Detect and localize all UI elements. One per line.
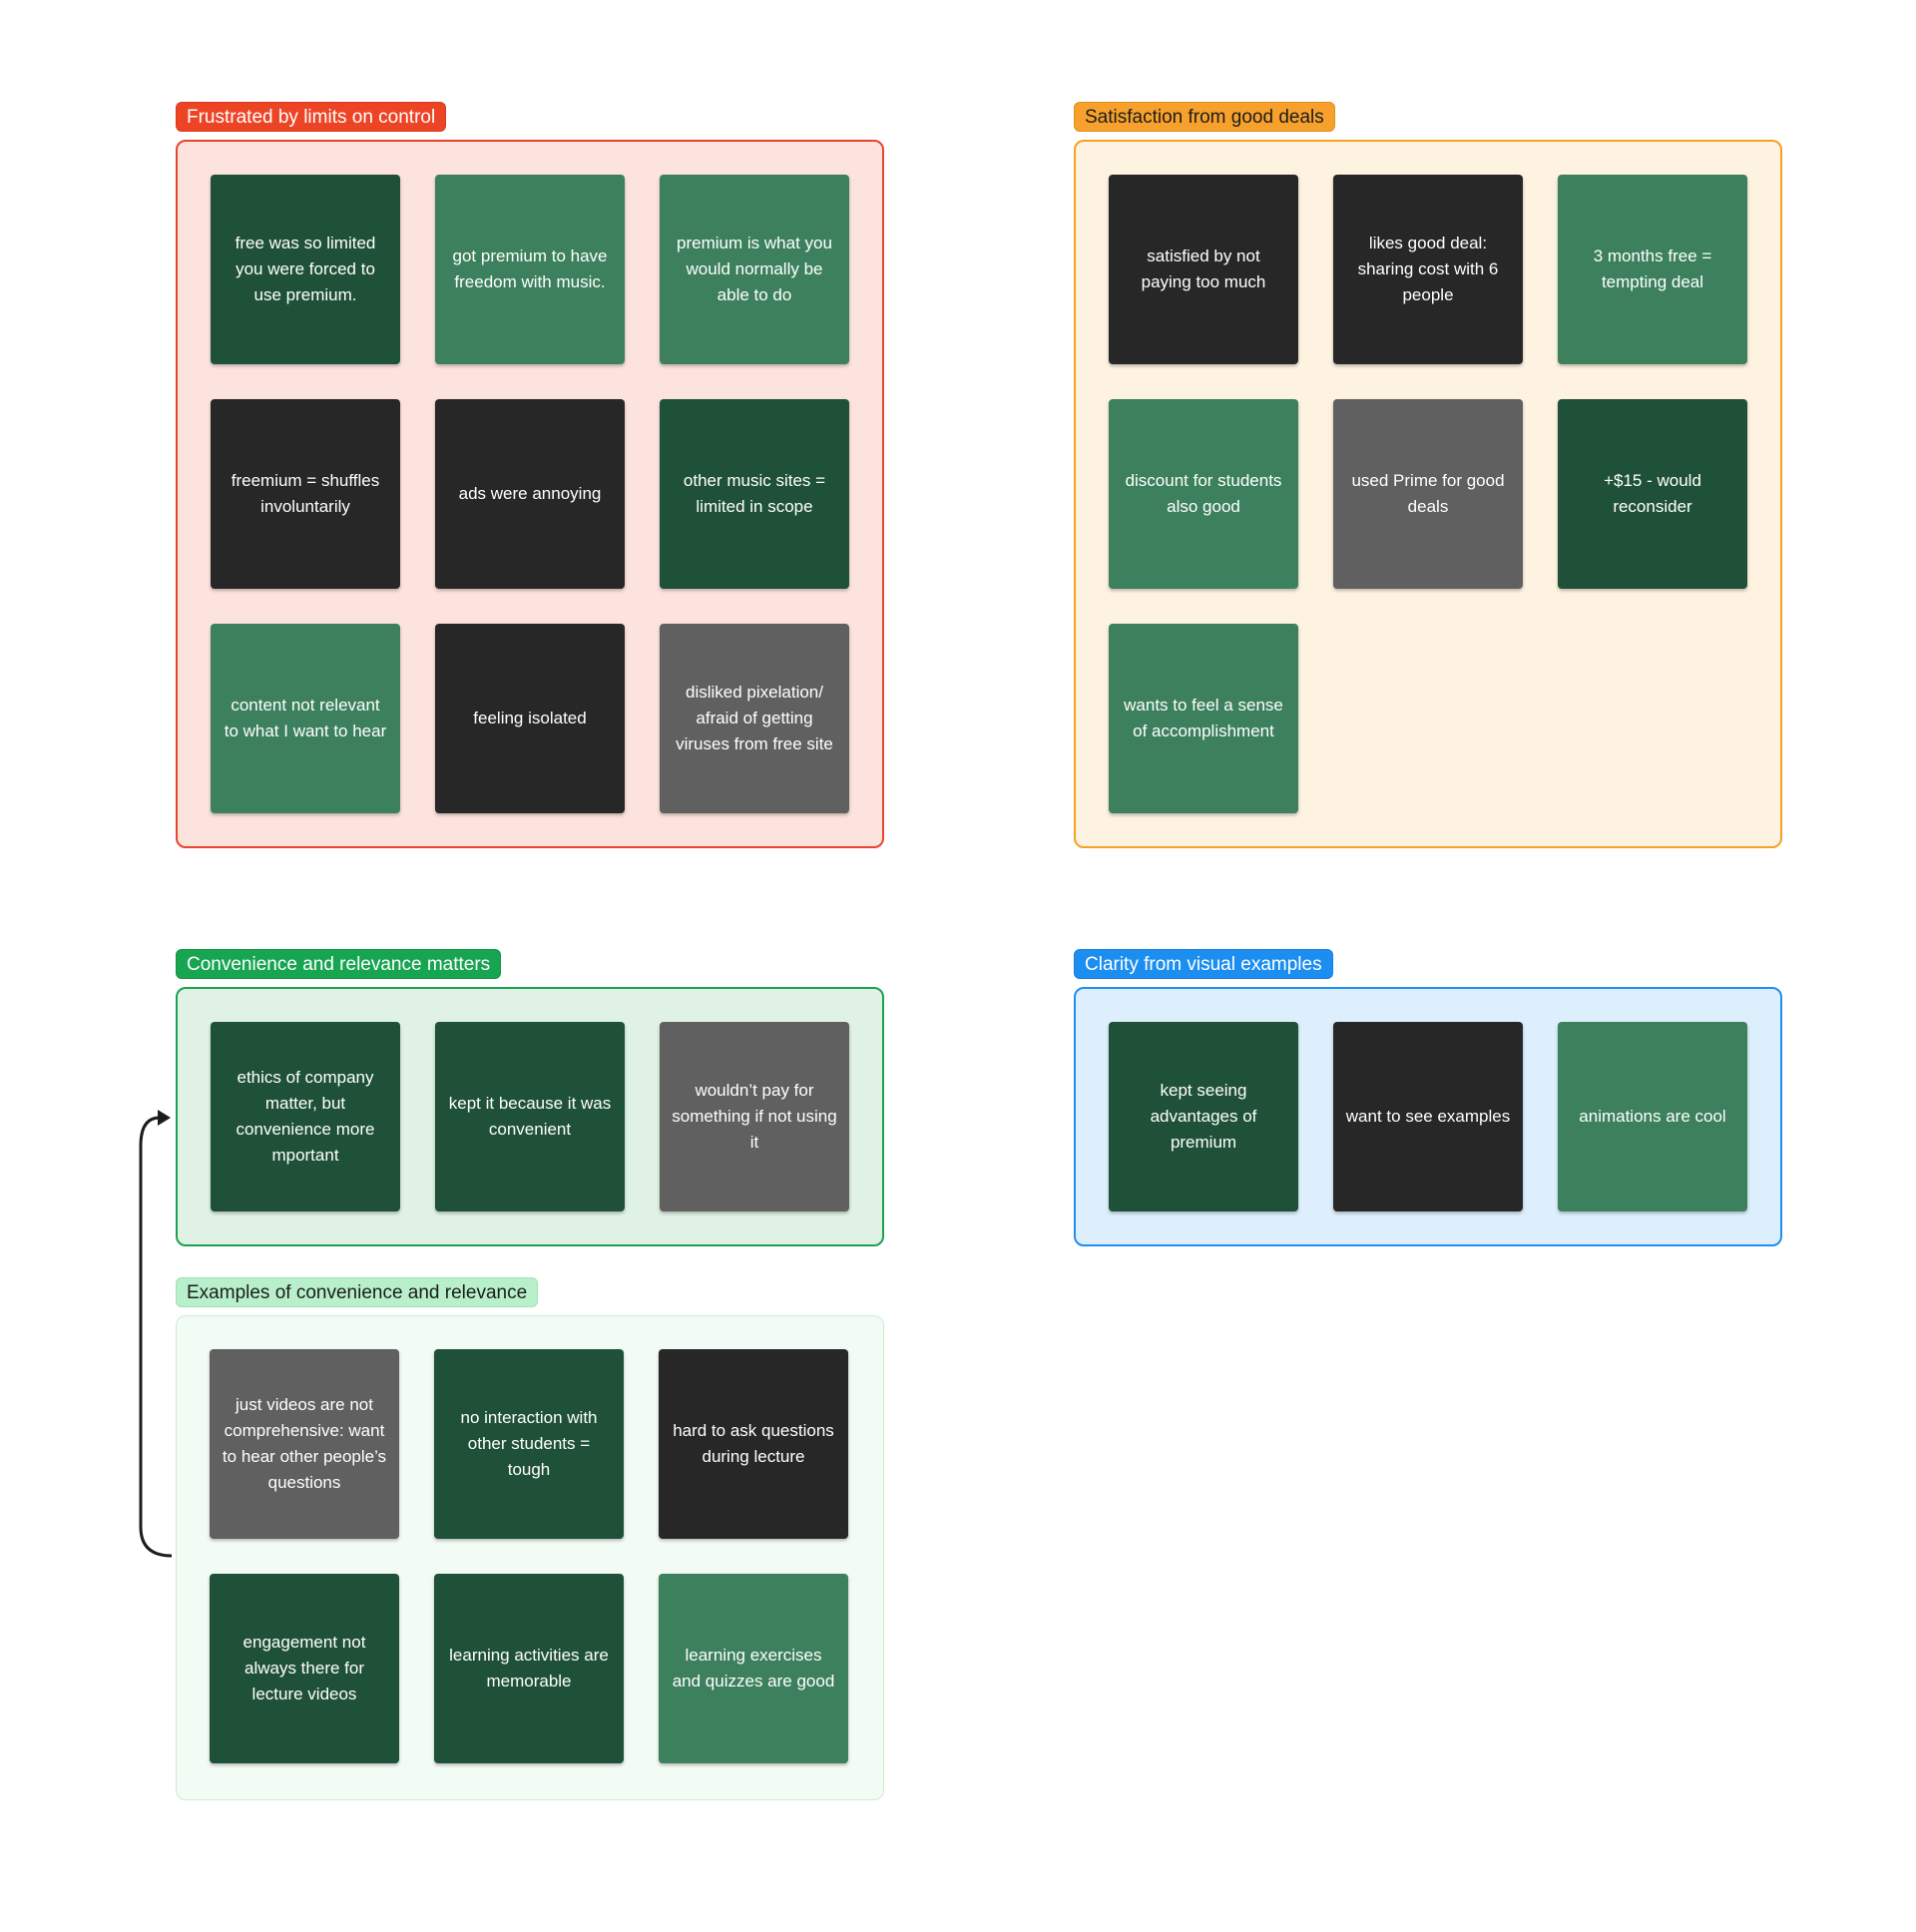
sticky-note[interactable]: freemium = shuffles involuntarily xyxy=(211,399,400,589)
section-frame[interactable]: kept seeing advantages of premium want to… xyxy=(1074,987,1782,1246)
sticky-note-text: kept seeing advantages of premium xyxy=(1150,1081,1257,1152)
sticky-note[interactable]: discount for students also good xyxy=(1109,399,1298,589)
section-title[interactable]: Satisfaction from good deals xyxy=(1074,102,1335,132)
section-frame[interactable]: free was so limited you were forced to u… xyxy=(176,140,884,848)
sticky-note-text: content not relevant to what I want to h… xyxy=(224,696,387,740)
sticky-note-text: learning activities are memorable xyxy=(449,1646,609,1690)
section-title[interactable]: Frustrated by limits on control xyxy=(176,102,447,132)
sticky-note[interactable]: engagement not always there for lecture … xyxy=(210,1574,399,1763)
sticky-note[interactable]: kept seeing advantages of premium xyxy=(1109,1022,1298,1211)
sticky-note-text: kept it because it was convenient xyxy=(448,1094,612,1139)
sticky-note[interactable]: 3 months free = tempting deal xyxy=(1558,175,1747,364)
sticky-note-text: animations are cool xyxy=(1579,1107,1726,1126)
sticky-note[interactable]: wants to feel a sense of accomplishment xyxy=(1109,624,1298,813)
sticky-note[interactable]: likes good deal: sharing cost with 6 peo… xyxy=(1333,175,1523,364)
sticky-note-text: wouldn’t pay for something if not using … xyxy=(672,1081,837,1152)
sticky-note[interactable]: content not relevant to what I want to h… xyxy=(211,624,400,813)
sticky-note[interactable]: learning activities are memorable xyxy=(434,1574,624,1763)
sticky-note-text: likes good deal: sharing cost with 6 peo… xyxy=(1357,234,1499,304)
sticky-note-text: ethics of company matter, but convenienc… xyxy=(236,1068,375,1165)
sticky-note-text: ads were annoying xyxy=(458,484,602,503)
sticky-note[interactable]: got premium to have freedom with music. xyxy=(435,175,625,364)
sticky-note[interactable]: used Prime for good deals xyxy=(1333,399,1523,589)
sticky-note[interactable]: just videos are not comprehensive: want … xyxy=(210,1349,399,1539)
sticky-note[interactable]: kept it because it was convenient xyxy=(435,1022,625,1211)
sticky-note[interactable]: disliked pixelation/ afraid of getting v… xyxy=(660,624,849,813)
section-title[interactable]: Convenience and relevance matters xyxy=(176,949,502,979)
sticky-note-text: satisfied by not paying too much xyxy=(1141,246,1266,291)
sticky-note[interactable]: ads were annoying xyxy=(435,399,625,589)
sticky-note-text: learning exercises and quizzes are good xyxy=(672,1646,835,1690)
notes-grid: kept seeing advantages of premium want to… xyxy=(1076,989,1780,1244)
sticky-note[interactable]: feeling isolated xyxy=(435,624,625,813)
sticky-note-text: free was so limited you were forced to u… xyxy=(235,234,376,304)
sticky-note[interactable]: want to see examples xyxy=(1333,1022,1523,1211)
sticky-note-text: just videos are not comprehensive: want … xyxy=(222,1395,387,1492)
sticky-note[interactable]: satisfied by not paying too much xyxy=(1109,175,1298,364)
notes-grid: just videos are not comprehensive: want … xyxy=(177,1316,883,1799)
notes-grid: ethics of company matter, but convenienc… xyxy=(178,989,882,1244)
sticky-note[interactable]: other music sites = limited in scope xyxy=(660,399,849,589)
notes-grid: satisfied by not paying too much likes go… xyxy=(1076,142,1780,846)
sticky-note-text: got premium to have freedom with music. xyxy=(452,246,608,291)
sticky-note[interactable]: no interaction with other students = tou… xyxy=(434,1349,624,1539)
sticky-note[interactable]: learning exercises and quizzes are good xyxy=(659,1574,848,1763)
sticky-note-text: other music sites = limited in scope xyxy=(683,471,826,516)
section-frame[interactable]: ethics of company matter, but convenienc… xyxy=(176,987,884,1246)
sticky-note-text: wants to feel a sense of accomplishment xyxy=(1124,696,1283,740)
sticky-note-text: discount for students also good xyxy=(1125,471,1282,516)
sticky-note-text: engagement not always there for lecture … xyxy=(242,1633,366,1703)
section-title[interactable]: Clarity from visual examples xyxy=(1074,949,1333,979)
sticky-note-text: no interaction with other students = tou… xyxy=(460,1408,598,1479)
sticky-note[interactable]: wouldn’t pay for something if not using … xyxy=(660,1022,849,1211)
sticky-note[interactable]: +$15 - would reconsider xyxy=(1558,399,1747,589)
sticky-note-text: +$15 - would reconsider xyxy=(1604,471,1701,516)
sticky-note-text: used Prime for good deals xyxy=(1351,471,1505,516)
section-frame[interactable]: satisfied by not paying too much likes go… xyxy=(1074,140,1782,848)
sticky-note-text: feeling isolated xyxy=(473,709,587,727)
sticky-note[interactable]: hard to ask questions during lecture xyxy=(659,1349,848,1539)
sticky-note-text: freemium = shuffles involuntarily xyxy=(231,471,380,516)
notes-grid: free was so limited you were forced to u… xyxy=(178,142,882,846)
sticky-note-text: want to see examples xyxy=(1345,1107,1511,1126)
sticky-note-text: 3 months free = tempting deal xyxy=(1593,246,1712,291)
sticky-note-text: premium is what you would normally be ab… xyxy=(677,234,832,304)
section-title[interactable]: Examples of convenience and relevance xyxy=(176,1277,539,1307)
sticky-note[interactable]: premium is what you would normally be ab… xyxy=(660,175,849,364)
sticky-note[interactable]: ethics of company matter, but convenienc… xyxy=(211,1022,400,1211)
sticky-note-text: hard to ask questions during lecture xyxy=(673,1421,834,1466)
sticky-note[interactable]: animations are cool xyxy=(1558,1022,1747,1211)
sticky-note[interactable]: free was so limited you were forced to u… xyxy=(211,175,400,364)
section-frame[interactable]: just videos are not comprehensive: want … xyxy=(176,1315,884,1800)
sticky-note-text: disliked pixelation/ afraid of getting v… xyxy=(676,683,833,753)
